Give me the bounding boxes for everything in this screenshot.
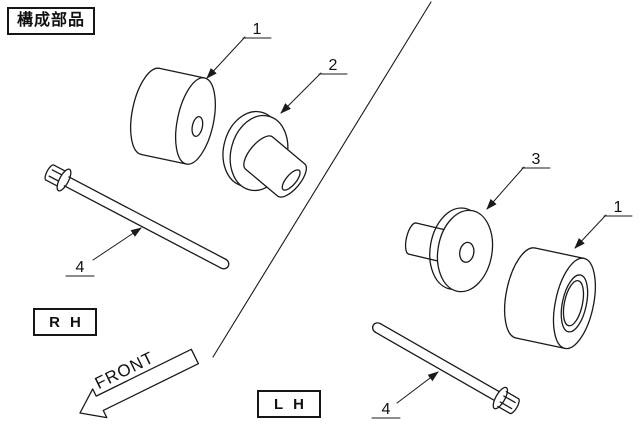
lh-cushion-drawing bbox=[503, 247, 596, 350]
bolt-flange-washer bbox=[56, 168, 72, 192]
stub-end-cap bbox=[404, 222, 417, 255]
bolt-shaft-edge bbox=[374, 331, 498, 403]
leader-line-rh-bolt bbox=[92, 227, 142, 261]
leader-line-lh-bolt bbox=[396, 371, 439, 404]
title-label: 構成部品 bbox=[17, 12, 86, 29]
cushion-face bbox=[174, 77, 216, 165]
bolt-head-cap bbox=[44, 164, 55, 181]
bolt-head-body bbox=[497, 391, 520, 415]
bolt-shaft-edge bbox=[68, 176, 227, 260]
cushion-top-edge bbox=[158, 67, 206, 79]
leader-line-rh-cushion bbox=[206, 36, 246, 79]
cushion-back-edge bbox=[503, 247, 536, 339]
bolt-shaft-edge bbox=[63, 185, 222, 269]
callout-number-rh-cushion: 1 bbox=[253, 21, 262, 38]
leader-line-lh-washer bbox=[486, 166, 525, 210]
callout-number-lh-cushion: 1 bbox=[614, 199, 623, 216]
bolt-shaft-edge bbox=[379, 323, 503, 394]
cushion-center-hole bbox=[191, 116, 204, 137]
washer-disc bbox=[429, 207, 494, 293]
cushion-bottom-edge bbox=[140, 153, 187, 165]
leader-line-rh-collar bbox=[280, 72, 322, 114]
section-divider-line bbox=[212, 1, 432, 358]
cushion-bore-inner bbox=[562, 279, 585, 327]
callout-number-lh-bolt: 4 bbox=[382, 401, 391, 418]
bolt-head-facet bbox=[499, 401, 513, 410]
cushion-top-edge bbox=[534, 247, 585, 260]
rh-bolt-drawing bbox=[44, 164, 230, 270]
cushion-back-edge bbox=[129, 67, 161, 156]
disc-center-hole bbox=[459, 241, 475, 263]
rh-cushion-drawing bbox=[129, 67, 216, 165]
disc-face bbox=[436, 209, 494, 293]
rh-label-box: RH bbox=[33, 308, 97, 336]
hub-body bbox=[243, 135, 307, 198]
bolt-head-facet bbox=[503, 395, 516, 404]
bolt-flange-washer bbox=[492, 386, 509, 410]
collar-hub bbox=[243, 135, 307, 198]
front-arrow-shape bbox=[79, 348, 200, 419]
rh-collar-drawing bbox=[222, 110, 307, 198]
callout-numbers: 1 2 4 3 1 4 bbox=[76, 21, 623, 418]
bolt-head-cap bbox=[509, 397, 520, 415]
lh-washer-drawing bbox=[404, 207, 494, 293]
leader-line-lh-cushion bbox=[574, 214, 607, 249]
callout-number-rh-collar: 2 bbox=[329, 57, 338, 74]
cushion-bottom-edge bbox=[515, 337, 566, 350]
bolt-tip bbox=[220, 258, 230, 270]
lh-label: LH bbox=[274, 395, 314, 413]
rh-label: RH bbox=[49, 313, 91, 331]
lh-bolt-drawing bbox=[371, 322, 520, 415]
title-box: 構成部品 bbox=[7, 7, 96, 35]
bolt-tip bbox=[371, 322, 382, 333]
cushion-bore-outer bbox=[560, 274, 589, 333]
callout-number-lh-washer: 3 bbox=[532, 151, 541, 168]
cushion-face bbox=[552, 257, 596, 350]
callout-leaders bbox=[65, 36, 633, 419]
lh-label-box: LH bbox=[257, 390, 321, 418]
callout-number-rh-bolt: 4 bbox=[76, 259, 85, 276]
hub-bore-hole bbox=[281, 169, 301, 191]
front-arrow: FRONT bbox=[79, 348, 200, 419]
